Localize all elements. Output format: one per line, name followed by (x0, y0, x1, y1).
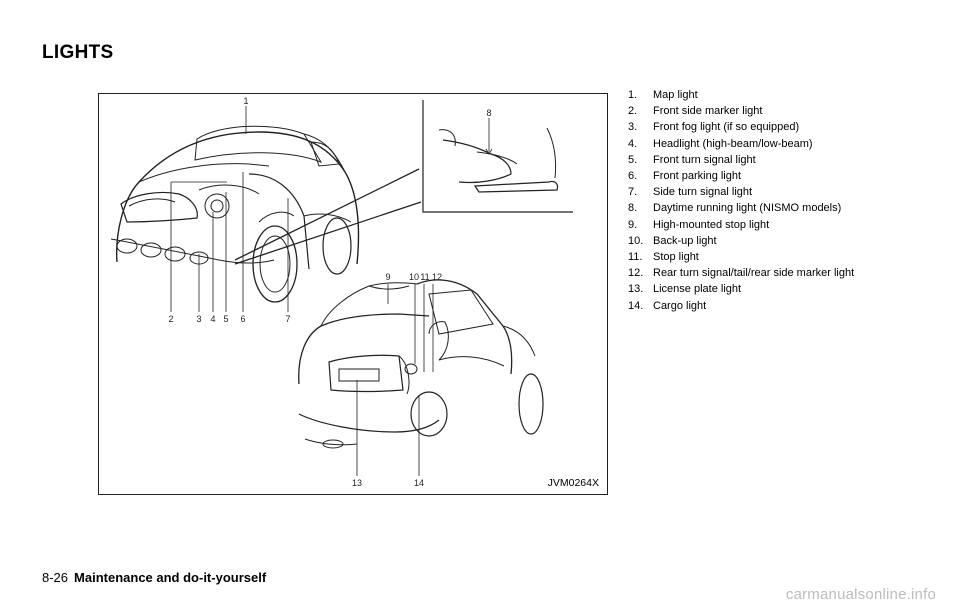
legend-item: 14.Cargo light (628, 299, 707, 312)
callout-8: 8 (486, 108, 491, 118)
legend-item: 6.Front parking light (628, 170, 742, 183)
callout-10: 10 (409, 272, 419, 282)
legend-item: 2.Front side marker light (628, 105, 763, 118)
front-car-drawing (110, 125, 360, 303)
callout-14: 14 (414, 478, 424, 488)
callout-13: 13 (352, 478, 362, 488)
legend-item: 7.Side turn signal light (628, 186, 753, 199)
page-number: 8-26 (42, 570, 69, 585)
legend-item: 9.High-mounted stop light (628, 218, 770, 231)
figure-code: JVM0264X (547, 477, 599, 489)
legend-item: 5.Front turn signal light (628, 153, 756, 166)
watermark: carmanualsonline.info (785, 586, 936, 603)
legend-item: 13.License plate light (628, 283, 742, 296)
legend-item: 8.Daytime running light (NISMO models) (628, 202, 842, 215)
legend-item: 1.Map light (628, 89, 698, 101)
lights-illustration: 1 2 3 4 5 6 7 8 9 10 11 12 13 14 JVM0264… (98, 93, 608, 495)
section-title: LIGHTS (42, 42, 114, 63)
legend-item: 3.Front fog light (if so equipped) (628, 121, 800, 134)
callout-6: 6 (240, 314, 245, 324)
lights-legend: 1.Map light 2.Front side marker light 3.… (628, 87, 854, 314)
chapter-title: Maintenance and do-it-yourself (74, 570, 267, 585)
callout-3: 3 (196, 314, 201, 324)
callout-1: 1 (243, 96, 248, 106)
callout-11: 11 (420, 272, 429, 282)
rear-car-drawing (298, 279, 544, 449)
legend-item: 4.Headlight (high-beam/low-beam) (628, 137, 813, 150)
legend-item: 11.Stop light (628, 251, 699, 264)
drl-inset (422, 100, 573, 213)
callout-5: 5 (223, 314, 228, 324)
callout-4: 4 (210, 314, 215, 324)
legend-item: 12.Rear turn signal/tail/rear side marke… (628, 267, 855, 280)
callout-9: 9 (385, 272, 390, 282)
callout-7: 7 (285, 314, 290, 324)
legend-item: 10.Back-up light (628, 234, 717, 247)
page-footer: 8-26 Maintenance and do-it-yourself (42, 570, 266, 585)
callout-2: 2 (168, 314, 173, 324)
callout-12: 12 (432, 272, 442, 282)
